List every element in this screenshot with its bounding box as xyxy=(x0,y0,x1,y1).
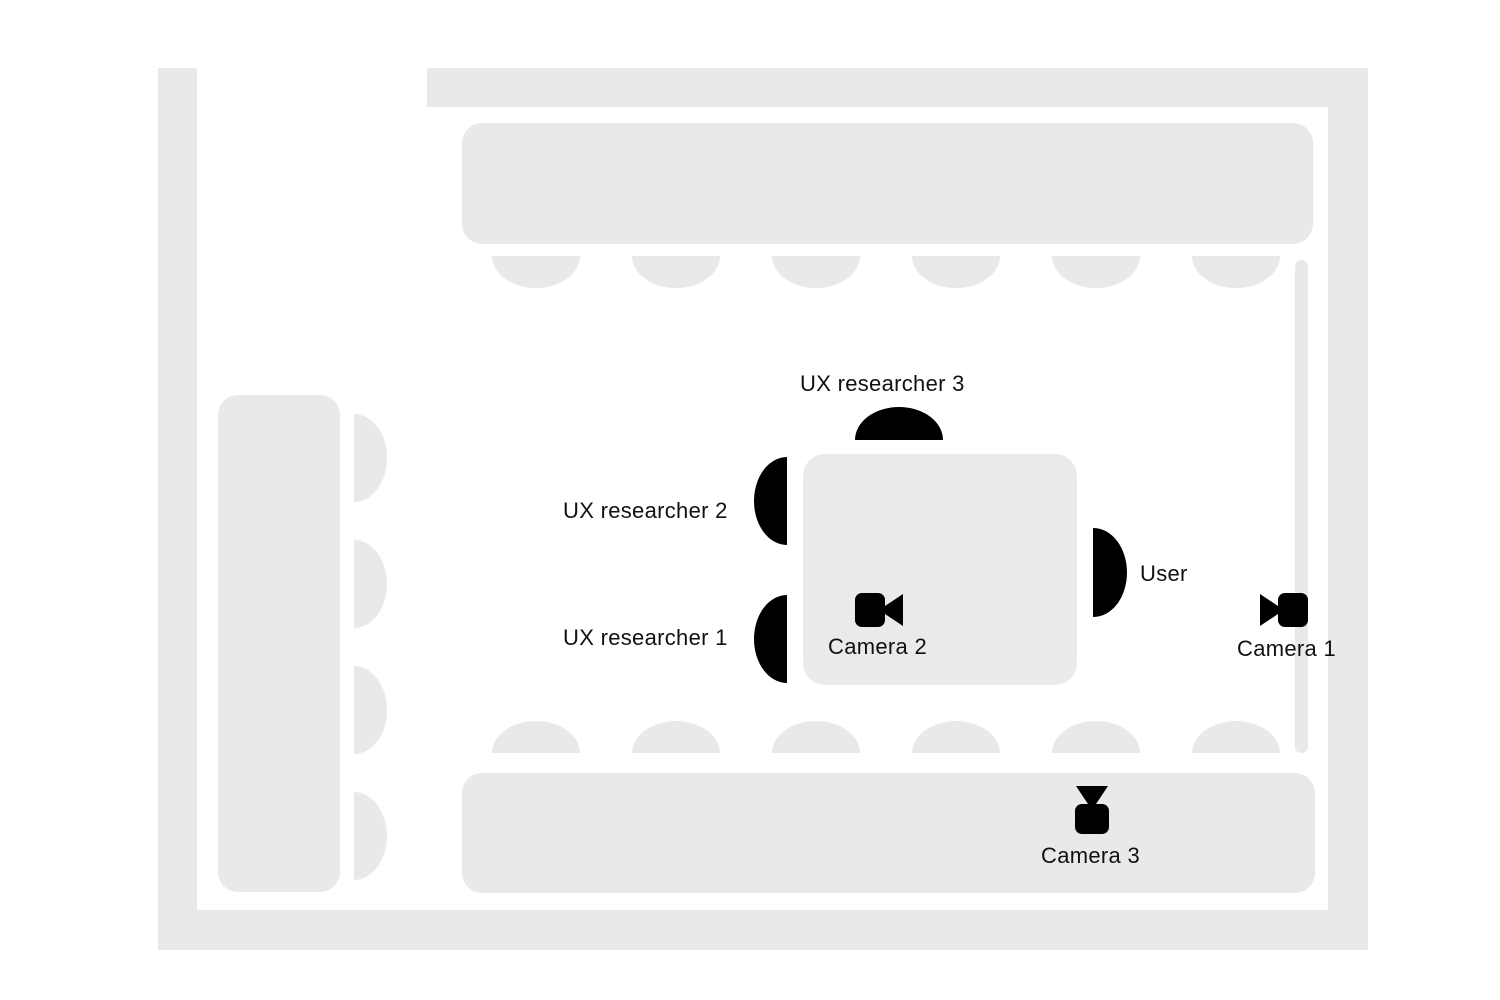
camera-2-label: Camera 2 xyxy=(828,634,927,659)
chair xyxy=(632,256,720,288)
user-label: User xyxy=(1140,561,1188,586)
ux-researcher-2-label: UX researcher 2 xyxy=(563,498,728,523)
chair xyxy=(354,666,387,754)
chair xyxy=(912,256,1000,288)
bottom-wall xyxy=(158,910,1368,950)
top-wall xyxy=(427,68,1368,107)
camera-3-icon xyxy=(1074,786,1110,834)
chair xyxy=(1052,256,1140,288)
ux-researcher-3-label: UX researcher 3 xyxy=(800,371,965,396)
camera-2-icon xyxy=(855,592,903,628)
top-desk xyxy=(462,123,1313,244)
ux-researcher-2-seat xyxy=(754,457,787,545)
left-desk xyxy=(218,395,340,892)
chair xyxy=(492,256,580,288)
ux-researcher-1-label: UX researcher 1 xyxy=(563,625,728,650)
chair xyxy=(354,792,387,880)
observation-mirror-strip xyxy=(1295,260,1308,753)
chair xyxy=(1192,256,1280,288)
chair xyxy=(1052,721,1140,753)
chair xyxy=(1192,721,1280,753)
ux-researcher-1-seat xyxy=(754,595,787,683)
right-wall xyxy=(1328,107,1368,950)
chair xyxy=(354,540,387,628)
camera-1-label: Camera 1 xyxy=(1237,636,1336,661)
camera-3-label: Camera 3 xyxy=(1041,843,1140,868)
chair xyxy=(632,721,720,753)
chair xyxy=(912,721,1000,753)
left-wall xyxy=(158,68,197,950)
session-table xyxy=(803,454,1077,685)
chair xyxy=(492,721,580,753)
chair xyxy=(354,414,387,502)
bottom-desk xyxy=(462,773,1315,893)
user-seat xyxy=(1093,528,1127,617)
camera-1-icon xyxy=(1260,592,1308,628)
ux-researcher-3-seat xyxy=(855,407,943,440)
chair xyxy=(772,256,860,288)
chair xyxy=(772,721,860,753)
